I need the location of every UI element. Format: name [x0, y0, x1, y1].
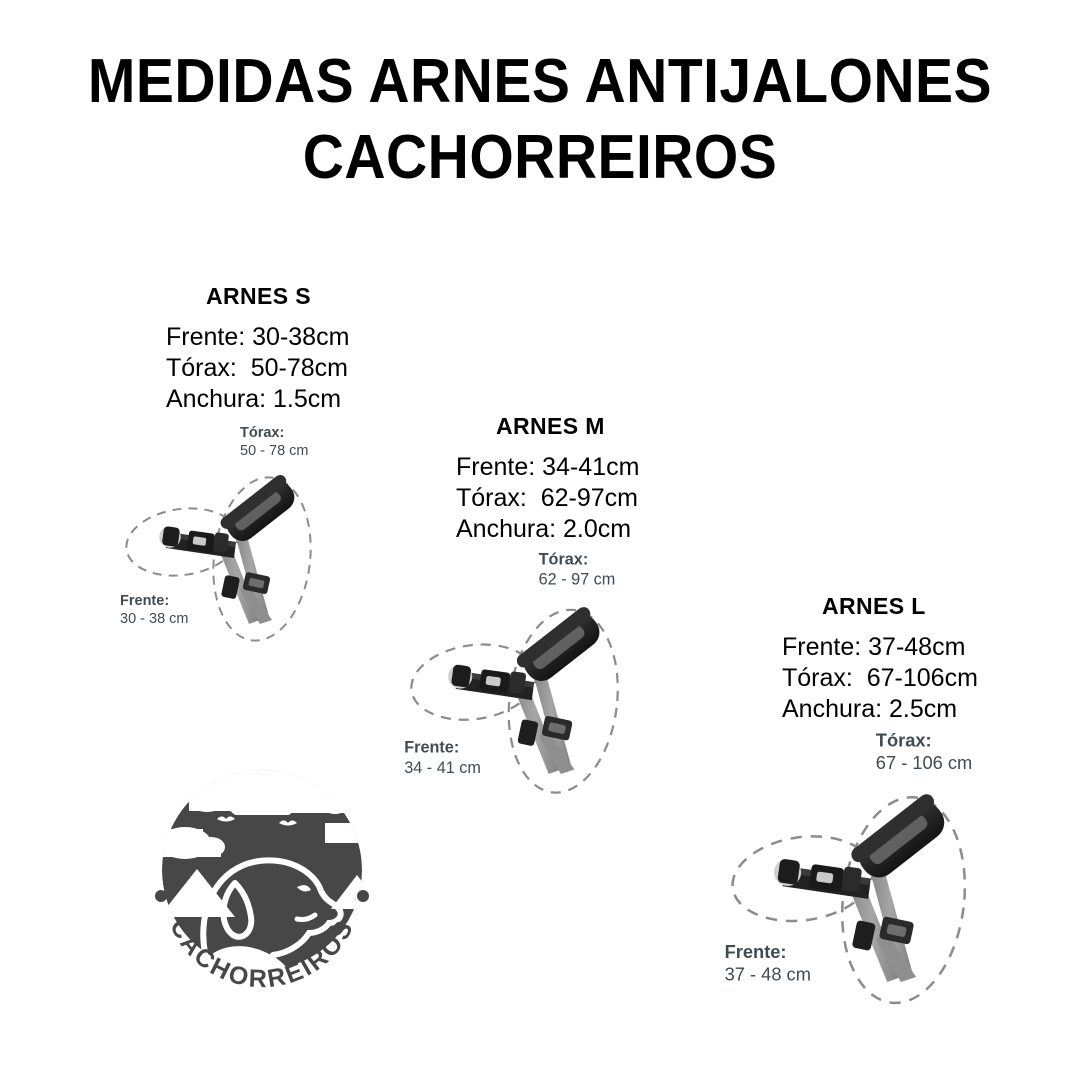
- harness-diagram-s-frente-label: Frente: 30 - 38 cm: [120, 593, 189, 627]
- reflective-strip-m: [533, 625, 585, 670]
- mountain-peak-right: [331, 875, 362, 909]
- adjuster-buckle-slot-m: [548, 722, 566, 734]
- page-title: MEDIDAS ARNES ANTIJALONES CACHORREIROS: [0, 44, 1080, 196]
- harness-illustration-m: [410, 607, 619, 794]
- buckle-slot-l: [816, 871, 834, 884]
- logo-disc: [162, 770, 362, 970]
- harness-illustration-l: [731, 794, 967, 1005]
- harness-diagram-m-frente-label: Frente: 34 - 41 cm: [404, 739, 481, 778]
- size-spec-s-anchura: Anchura: 1.5cm: [166, 385, 342, 413]
- reflective-strip-s: [235, 491, 281, 531]
- dog-chest-cut: [193, 946, 295, 970]
- harness-diagram-m-torax-label: Tórax: 62 - 97 cm: [538, 551, 616, 590]
- logo-dot-left: [155, 890, 167, 902]
- logo-scene: [162, 770, 362, 970]
- d-ring-mount-l: [777, 859, 800, 885]
- cachorreiros-logo: CACHORREIROS: [155, 770, 369, 993]
- harness-diagram-s-torax-label: Tórax: 50 - 78 cm: [240, 425, 309, 459]
- harness-diagram-m: Tórax: 62 - 97 cm Frente: 34 - 41 cm: [393, 550, 651, 808]
- dog-ear: [220, 880, 255, 940]
- webbing-tail-s: [240, 584, 272, 624]
- buckle-female-l: [841, 866, 862, 892]
- triglide-m: [517, 719, 539, 746]
- harness-diagram-s: Tórax: 50 - 78 cm Frente: 30 - 38 cm: [110, 424, 340, 654]
- dog-head-icon: [193, 857, 344, 970]
- cloud-left-base: [162, 843, 221, 857]
- size-spec-m: ARNES M Frente: 34-41cm Tórax: 62-97cm A…: [456, 413, 756, 545]
- bird-icon-1: [251, 794, 269, 800]
- cloud-top-base: [189, 801, 237, 811]
- harness-diagram-l-frente-label: Frente: 37 - 48 cm: [724, 942, 811, 986]
- webbing-tail-l: [875, 931, 917, 982]
- size-spec-m-frente: Frente: 34-41cm: [456, 453, 640, 481]
- triglide-s: [221, 575, 240, 599]
- triglide-l: [852, 920, 876, 951]
- brand-logo: CACHORREIROS: [139, 757, 385, 1003]
- webbing-tail-m: [538, 729, 575, 774]
- size-spec-l-heading: ARNES L: [822, 593, 926, 619]
- buckle-female-m: [508, 671, 527, 694]
- bird-icon-3: [279, 820, 297, 826]
- dog-muzzle-line: [294, 912, 318, 922]
- buckle-female-s: [213, 532, 229, 553]
- size-spec-s-torax: Tórax: 50-78cm: [166, 354, 349, 382]
- adjuster-buckle-slot-s: [248, 578, 265, 589]
- chest-pad-group-l: [851, 794, 945, 878]
- bird-icon-2: [217, 816, 235, 822]
- reflective-strip-l: [869, 815, 928, 865]
- adjuster-buckle-slot-l: [886, 924, 907, 937]
- dog-head-outline: [200, 857, 344, 958]
- harness-illustration-s: [125, 474, 312, 642]
- chest-pad-edge-s: [220, 474, 287, 529]
- page-title-line-1: MEDIDAS ARNES ANTIJALONES: [87, 47, 993, 116]
- buckle-slot-s: [192, 536, 207, 546]
- size-spec-s: ARNES S Frente: 30-38cm Tórax: 50-78cm A…: [166, 283, 466, 415]
- size-spec-m-anchura: Anchura: 2.0cm: [456, 515, 632, 543]
- size-spec-s-heading: ARNES S: [206, 283, 312, 309]
- chest-pad-edge-l: [851, 794, 935, 863]
- size-spec-m-heading: ARNES M: [496, 413, 605, 439]
- chest-pad-group-s: [220, 474, 295, 541]
- d-ring-mount-m: [451, 664, 472, 688]
- chest-pad-edge-m: [516, 607, 591, 668]
- harness-diagram-l: Tórax: 67 - 106 cm Frente: 37 - 48 cm: [712, 730, 1002, 1020]
- cloud-right-base: [287, 801, 349, 813]
- torax-dashed-ellipse-m: [507, 608, 619, 794]
- size-spec-l-anchura: Anchura: 2.5cm: [782, 695, 958, 723]
- ridge-cut-right: [325, 823, 362, 843]
- sky-cutout-top: [162, 770, 362, 815]
- torax-dashed-ellipse-s: [212, 476, 312, 642]
- d-ring-mount-s: [162, 526, 180, 547]
- size-spec-l: ARNES L Frente: 37-48cm Tórax: 67-106cm …: [782, 593, 1080, 725]
- size-spec-s-frente: Frente: 30-38cm: [166, 323, 350, 351]
- size-spec-l-torax: Tórax: 67-106cm: [782, 664, 978, 692]
- harness-diagram-l-torax-label: Tórax: 67 - 106 cm: [875, 731, 973, 775]
- chest-pad-group-m: [516, 607, 600, 681]
- mountain-peak-left: [162, 869, 235, 917]
- dog-eye: [297, 885, 311, 892]
- logo-dot-right: [357, 890, 369, 902]
- buckle-slot-m: [485, 675, 501, 687]
- page-title-line-2: CACHORREIROS: [302, 123, 778, 192]
- size-spec-l-frente: Frente: 37-48cm: [782, 633, 966, 661]
- size-spec-m-torax: Tórax: 62-97cm: [456, 484, 639, 512]
